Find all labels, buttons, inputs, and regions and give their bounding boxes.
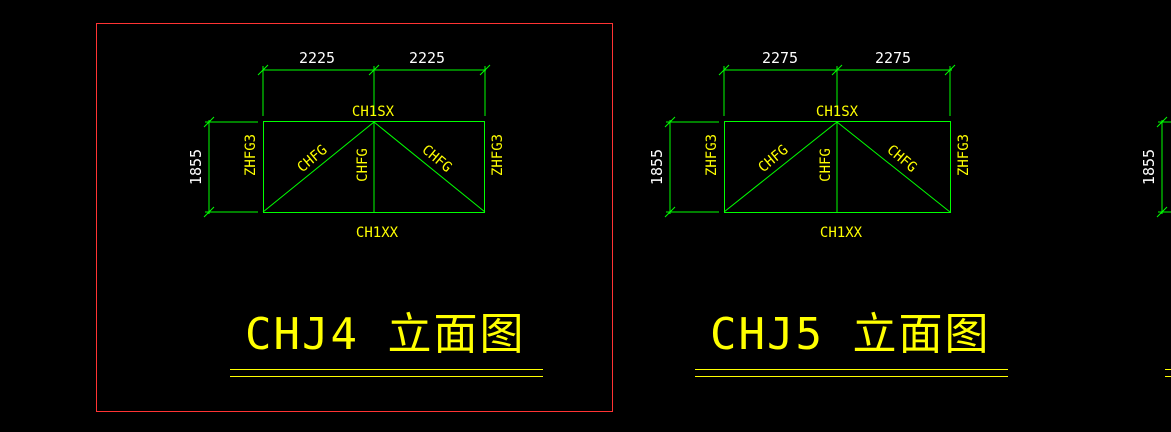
truss-frame[interactable]	[723, 121, 951, 213]
drawing-chj5[interactable]: 2275 2275 1855 CH1SX CH1XX ZHFG3 ZHFG3 C…	[648, 49, 1008, 377]
label-left-post: ZHFG3	[243, 134, 259, 176]
drawing-title: CHJ5 立面图	[710, 309, 990, 360]
dim-right-width: 2225	[409, 49, 445, 67]
height-dimension[interactable]	[203, 116, 258, 218]
label-right-post: ZHFG3	[956, 134, 972, 176]
drawing-partial[interactable]: 1855	[1140, 116, 1171, 377]
truss-right-diagonal	[836, 121, 951, 213]
label-top-chord: CH1SX	[816, 104, 859, 120]
truss-left-diagonal	[723, 121, 838, 213]
dim-left-width: 2225	[299, 49, 335, 67]
dim-left-width: 2275	[762, 49, 798, 67]
truss-outline	[724, 121, 951, 213]
drawing-title: CHJ4 立面图	[245, 309, 525, 360]
label-left-diagonal: CHFG	[755, 142, 791, 176]
truss-left-diagonal	[262, 121, 375, 213]
label-left-diagonal: CHFG	[294, 142, 330, 176]
drawing-chj4[interactable]: 2225 2225 1855 CH1SX CH1XX ZHFG3 ZHFG3 C…	[96, 23, 613, 412]
label-center-post: CHFG	[355, 148, 371, 182]
selection-frame[interactable]	[96, 23, 613, 412]
title-underline	[1165, 369, 1171, 377]
label-center-post: CHFG	[818, 148, 834, 182]
truss-right-diagonal	[373, 121, 486, 213]
top-dimension[interactable]	[257, 64, 491, 116]
label-left-post: ZHFG3	[704, 134, 720, 176]
label-right-diagonal: CHFG	[419, 142, 455, 176]
title-underline	[695, 369, 1008, 377]
height-dimension[interactable]	[664, 116, 719, 218]
dim-height: 1855	[648, 149, 666, 185]
label-top-chord: CH1SX	[352, 104, 395, 120]
height-dimension[interactable]	[1156, 116, 1171, 218]
dim-height: 1855	[1140, 149, 1158, 185]
title-underline	[230, 369, 543, 377]
truss-outline	[263, 121, 485, 213]
label-right-diagonal: CHFG	[884, 142, 920, 176]
label-right-post: ZHFG3	[490, 134, 506, 176]
dim-height: 1855	[187, 149, 205, 185]
dim-right-width: 2275	[875, 49, 911, 67]
label-bottom-chord: CH1XX	[356, 225, 399, 241]
truss-frame[interactable]	[262, 121, 486, 213]
label-bottom-chord: CH1XX	[820, 225, 863, 241]
top-dimension[interactable]	[718, 64, 956, 116]
